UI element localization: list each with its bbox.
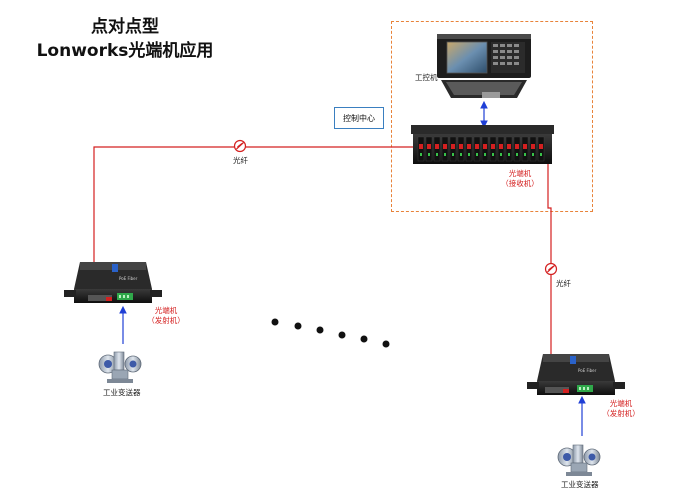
transmitter-right-label-line1: 光端机 xyxy=(609,399,633,408)
fiber-label-left: 光纤 xyxy=(233,156,248,165)
transmitter-left-label-line1: 光端机 xyxy=(154,306,178,315)
fiber-label-right: 光纤 xyxy=(556,279,571,288)
industrial-pc-icon xyxy=(437,34,531,98)
diagram-title-line1: 点对点型 xyxy=(91,17,159,37)
sensor-right-label: 工业变送器 xyxy=(561,480,599,489)
diagram-title-line2: Lonworks光端机应用 xyxy=(36,41,214,61)
transmitter-right-icon: PoE Fiber xyxy=(527,354,625,395)
transmitter-left-label: 光端机 （发射机） xyxy=(141,306,191,326)
ipc-label: 工控机 xyxy=(415,73,438,82)
receiver-label: 光端机 （接收机） xyxy=(490,169,550,189)
fiber-line-right xyxy=(547,160,552,384)
fiber-line-left xyxy=(93,146,413,299)
ellipsis-dots xyxy=(271,318,390,348)
receiver-label-line2: （接收机） xyxy=(501,179,539,188)
transmitter-left-icon: PoE Fiber xyxy=(64,262,162,303)
control-center-label: 控制中心 xyxy=(334,107,384,129)
sensor-left-label: 工业变送器 xyxy=(103,388,141,397)
link-ipc-receiver xyxy=(480,100,488,129)
sensor-right-icon xyxy=(557,444,601,476)
link-transmitter-left-sensor xyxy=(119,305,127,344)
transmitter-right-device-text: PoE Fiber xyxy=(578,368,597,373)
fiber-symbol-icon xyxy=(233,139,247,153)
control-center-frame xyxy=(391,21,593,212)
sensor-left-icon xyxy=(98,351,142,383)
link-transmitter-right-sensor xyxy=(578,395,586,436)
receiver-rack-icon xyxy=(411,125,554,164)
transmitter-right-label: 光端机 （发射机） xyxy=(596,399,646,419)
transmitter-left-device-text: PoE Fiber xyxy=(119,276,138,281)
transmitter-right-label-line2: （发射机） xyxy=(602,409,640,418)
receiver-label-line1: 光端机 xyxy=(508,169,532,178)
fiber-symbol-icon xyxy=(544,262,558,276)
transmitter-left-label-line2: （发射机） xyxy=(147,316,185,325)
